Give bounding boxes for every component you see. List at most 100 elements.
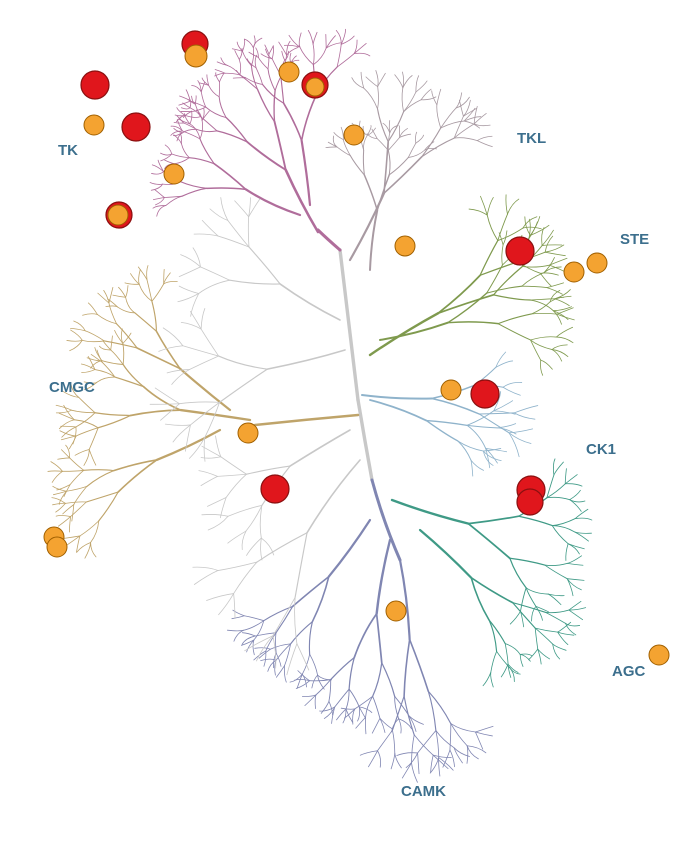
branch-core bbox=[246, 537, 262, 556]
branch-tk bbox=[216, 130, 248, 143]
branch-core bbox=[154, 387, 180, 405]
branch-camk bbox=[432, 754, 452, 759]
branch-cmgc bbox=[142, 385, 182, 411]
branch-core bbox=[218, 355, 268, 370]
branch-tk bbox=[164, 159, 175, 165]
branch-tk bbox=[289, 52, 292, 63]
branch-ste bbox=[531, 301, 551, 315]
branch-camk bbox=[435, 730, 455, 749]
branch-cmgc bbox=[90, 542, 97, 558]
orange-marker-dot bbox=[163, 163, 185, 185]
branch-camk bbox=[348, 688, 360, 708]
branch-core bbox=[198, 279, 231, 294]
branch-cmgc bbox=[76, 542, 91, 553]
branch-agc bbox=[565, 543, 569, 561]
branch-tkl bbox=[403, 91, 417, 113]
orange-marker-dot bbox=[46, 536, 68, 558]
branch-core bbox=[198, 470, 218, 477]
branch-camk bbox=[371, 717, 381, 734]
branch-tk bbox=[312, 47, 327, 66]
branch-tk bbox=[164, 195, 183, 198]
branch-tk bbox=[176, 119, 183, 132]
branch-core bbox=[172, 424, 191, 443]
branch-agc bbox=[519, 654, 524, 667]
branch-tkl bbox=[363, 134, 368, 151]
branch-cmgc bbox=[65, 444, 71, 459]
branch-tk bbox=[173, 128, 183, 134]
branch-tkl bbox=[431, 90, 438, 106]
branch-tkl bbox=[351, 77, 365, 89]
branch-camk bbox=[450, 723, 476, 733]
branch-tk bbox=[325, 35, 336, 49]
branch-ste bbox=[549, 296, 565, 303]
branch-camk bbox=[405, 752, 418, 769]
branch-agc bbox=[519, 653, 533, 657]
branch-cmgc bbox=[86, 357, 103, 362]
branch-cmgc bbox=[124, 282, 140, 285]
branch-ste bbox=[543, 266, 562, 274]
branch-camk bbox=[391, 695, 405, 731]
branch-agc bbox=[552, 643, 561, 660]
branch-tk bbox=[340, 35, 355, 45]
branch-agc bbox=[537, 648, 551, 660]
branch-agc bbox=[488, 619, 498, 653]
branch-camk bbox=[243, 615, 265, 622]
branch-cmgc bbox=[151, 283, 165, 302]
branch-cmgc bbox=[74, 449, 90, 456]
branch-cmgc bbox=[117, 306, 136, 314]
branch-tk bbox=[160, 152, 173, 156]
branch-tk bbox=[173, 157, 190, 165]
branch-ste bbox=[497, 313, 532, 325]
branch-tk bbox=[176, 115, 185, 124]
branch-tk bbox=[220, 57, 228, 66]
branch-tkl bbox=[421, 127, 442, 158]
branch-cmgc bbox=[82, 313, 98, 316]
branch-ste bbox=[551, 349, 563, 362]
branch-cmgc bbox=[138, 268, 141, 285]
branch-tk bbox=[180, 107, 191, 110]
branch-ck1 bbox=[483, 448, 502, 452]
branch-ck1 bbox=[425, 419, 468, 427]
branch-ste bbox=[437, 274, 481, 315]
branch-cmgc bbox=[98, 491, 119, 522]
branch-cmgc bbox=[122, 343, 125, 365]
branch-ste bbox=[521, 272, 545, 287]
branch-cmgc bbox=[72, 426, 77, 445]
branch-tkl bbox=[440, 120, 465, 129]
branch-core bbox=[215, 435, 222, 458]
branch-ste bbox=[551, 349, 569, 357]
branch-cmgc bbox=[68, 435, 77, 450]
branch-tk bbox=[255, 47, 259, 58]
branch-agc bbox=[535, 605, 549, 613]
branch-camk bbox=[372, 662, 383, 697]
branch-tkl bbox=[399, 128, 408, 138]
branch-camk bbox=[453, 747, 470, 757]
branch-cmgc bbox=[62, 469, 85, 472]
branch-camk bbox=[242, 632, 256, 637]
branch-core bbox=[248, 198, 261, 218]
branch-ste bbox=[502, 230, 508, 246]
trunk-branch bbox=[356, 398, 374, 482]
branch-tkl bbox=[387, 136, 401, 151]
branch-tkl bbox=[415, 75, 420, 93]
branch-cmgc bbox=[94, 412, 132, 417]
branch-camk bbox=[430, 754, 434, 773]
branch-core bbox=[219, 497, 227, 519]
branch-tkl bbox=[377, 86, 379, 110]
branch-cmgc bbox=[146, 265, 149, 281]
branch-cmgc bbox=[55, 502, 66, 513]
branch-core bbox=[241, 530, 247, 551]
branch-cmgc bbox=[110, 349, 124, 365]
branch-agc bbox=[509, 557, 546, 566]
branch-ste bbox=[497, 227, 524, 241]
branch-tk bbox=[173, 121, 185, 124]
branch-ck1 bbox=[466, 424, 498, 429]
branch-core bbox=[178, 266, 201, 278]
branch-camk bbox=[328, 700, 333, 716]
branch-ste bbox=[479, 239, 499, 276]
family-label-cmgc: CMGC bbox=[49, 379, 95, 396]
branch-agc bbox=[548, 593, 562, 606]
branch-tk bbox=[268, 45, 274, 55]
branch-tk bbox=[184, 113, 191, 125]
branch-tk bbox=[353, 52, 371, 57]
